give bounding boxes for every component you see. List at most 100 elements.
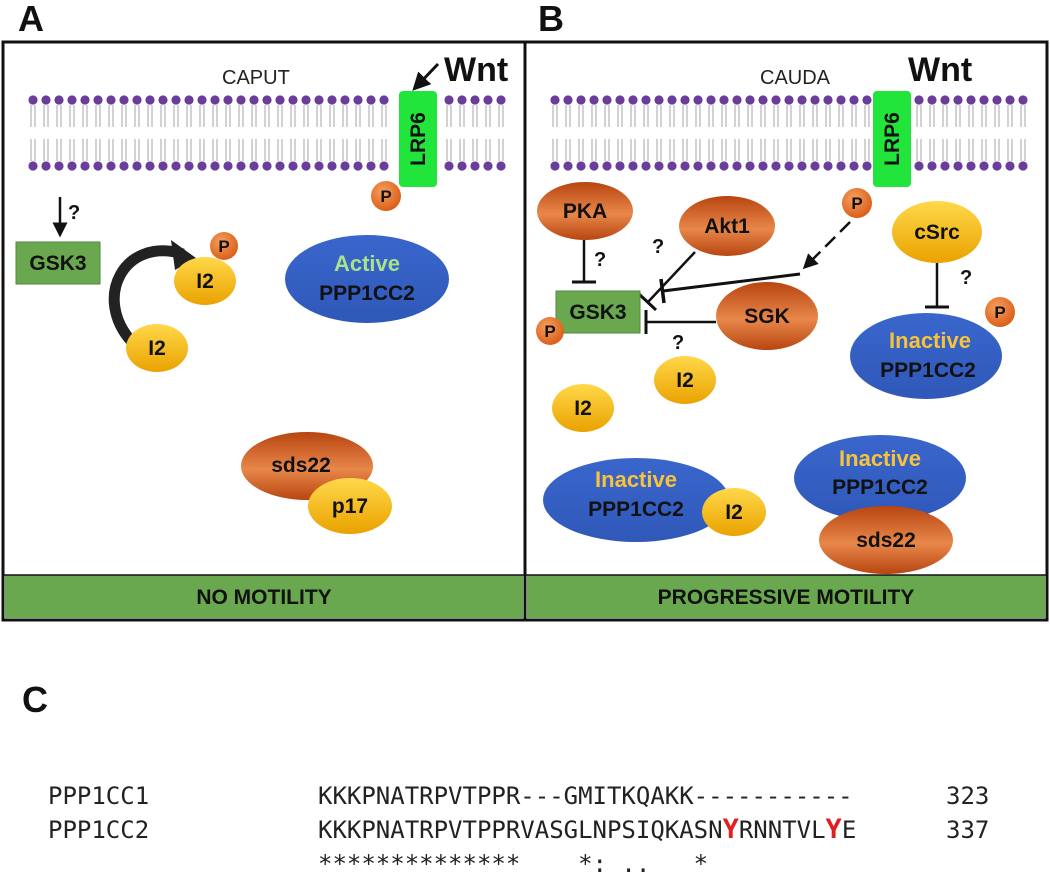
csrc-b [892, 201, 982, 263]
lipid-head [654, 95, 664, 105]
pp1-name-sds22-b: PPP1CC2 [832, 476, 928, 499]
lipid-head [197, 95, 207, 105]
lipid-head [758, 95, 768, 105]
pp1cc2-i2-complex-b [543, 458, 729, 542]
seq-end-ppp1cc2: 337 [946, 816, 989, 844]
lipid-head [444, 161, 454, 171]
footer-bar-b [527, 575, 1045, 618]
seq-ppp1cc2-residues-b: RNNTVL [739, 816, 826, 844]
lipid-head [862, 95, 872, 105]
lipid-head [249, 161, 259, 171]
lipid-head [654, 161, 664, 171]
lipid-head [602, 161, 612, 171]
lipid-head [457, 161, 467, 171]
seq-name-ppp1cc2: PPP1CC2 [48, 816, 149, 844]
lipid-head [93, 161, 103, 171]
lipid-head [470, 161, 480, 171]
sgk-b [716, 282, 818, 350]
lipid-head [680, 161, 690, 171]
lipid-head [314, 95, 324, 105]
lipid-head [966, 95, 976, 105]
lipid-head [288, 95, 298, 105]
phosphorylation-arrow-a [108, 245, 185, 346]
lipid-head [41, 95, 51, 105]
lipid-head [784, 95, 794, 105]
lipid-head [158, 95, 168, 105]
lipid-head [706, 95, 716, 105]
lipid-head [836, 161, 846, 171]
sgk-label-b: SGK [744, 305, 790, 328]
seq-end-ppp1cc1: 323 [946, 782, 989, 810]
sds22-label-a: sds22 [271, 454, 331, 477]
question-mark-a: ? [68, 202, 80, 224]
seq-ppp1cc2-residues-c: E [842, 816, 856, 844]
lipid-head [366, 95, 376, 105]
lipid-head [732, 161, 742, 171]
wnt-label-b: Wnt [908, 51, 972, 89]
i2-label-free-a: I2 [148, 337, 166, 360]
tyrosine-site-2: Y [826, 814, 843, 845]
lipid-head [927, 161, 937, 171]
pp1-name-phospho-b: PPP1CC2 [880, 359, 976, 382]
lipid-head [236, 95, 246, 105]
lipid-head [940, 161, 950, 171]
gsk3-label-a: GSK3 [29, 252, 86, 275]
pka-b [537, 182, 633, 240]
lipid-head [784, 161, 794, 171]
pp1-state-sds22-b: Inactive [839, 446, 921, 471]
lipid-head [914, 161, 924, 171]
lipid-head [940, 95, 950, 105]
lipid-head [327, 95, 337, 105]
lipid-head [54, 95, 64, 105]
lipid-head [314, 161, 324, 171]
panel-a-frame [1, 40, 527, 622]
lipid-head [680, 95, 690, 105]
lipid-head [301, 95, 311, 105]
lipid-head [444, 95, 454, 105]
lipid-head [719, 95, 729, 105]
lipid-head [745, 161, 755, 171]
lipid-head [483, 95, 493, 105]
lipid-head [914, 95, 924, 105]
question-sgk-b: ? [672, 332, 684, 354]
i2-free-a [126, 324, 188, 372]
lipid-head [771, 161, 781, 171]
seq-name-ppp1cc1: PPP1CC1 [48, 782, 149, 810]
lrp6-label-a: LRP6 [407, 112, 430, 166]
lipid-head [145, 95, 155, 105]
panel-a-letter: A [18, 0, 44, 39]
lipid-head [719, 161, 729, 171]
phospho-label-lrp6-a: P [380, 187, 391, 206]
membrane-bilayer-b [550, 95, 1028, 171]
lrp6-pathway-inhibit-line-b [662, 272, 801, 293]
lipid-head [470, 95, 480, 105]
sds22-b [819, 506, 953, 574]
lipid-head [145, 161, 155, 171]
caput-label: CAPUT [222, 67, 290, 89]
phosphorylation-arrowhead-a [171, 240, 196, 270]
lrp6-receptor-a [399, 91, 437, 187]
p17-label-a: p17 [332, 495, 368, 518]
lipid-head [353, 161, 363, 171]
panel-b-letter: B [538, 0, 564, 39]
lipid-head [563, 95, 573, 105]
membrane-bilayer-a [28, 95, 506, 171]
lipid-head [667, 95, 677, 105]
panel-a: CAPUT Wnt LRP6 P ? GSK3 I2 P I2 Active P… [1, 40, 527, 622]
lipid-head [340, 161, 350, 171]
phospho-gsk3-b [536, 317, 564, 345]
lipid-head [862, 161, 872, 171]
i2-upper-b [654, 356, 716, 404]
lipid-head [197, 161, 207, 171]
lipid-head [563, 161, 573, 171]
lipid-head [327, 161, 337, 171]
lipid-head [184, 161, 194, 171]
lipid-head [641, 161, 651, 171]
gsk3-box-a [15, 241, 101, 285]
phospho-i2-a [210, 232, 238, 260]
lipid-head [119, 161, 129, 171]
lipid-head [1005, 161, 1015, 171]
lipid-head [641, 95, 651, 105]
lipid-head [210, 95, 220, 105]
lipid-head [706, 161, 716, 171]
